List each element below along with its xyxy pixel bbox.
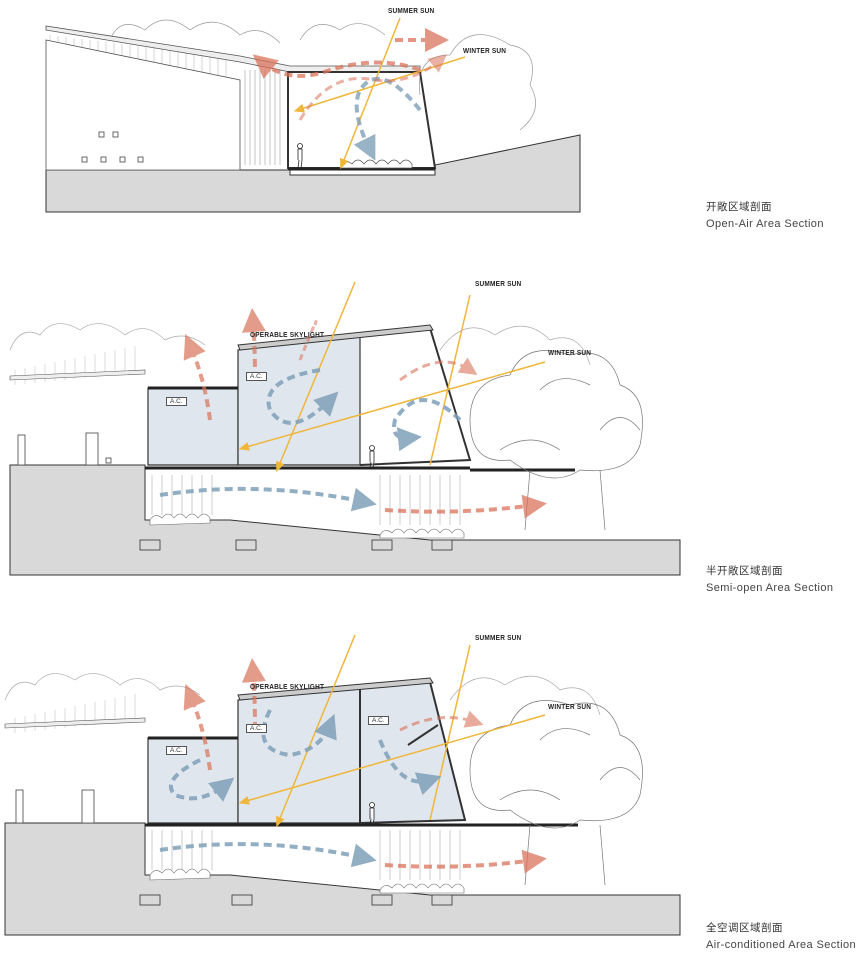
summer-sun-ray xyxy=(340,17,401,170)
winter-sun-label: WINTER SUN xyxy=(548,703,592,712)
louvre-screen xyxy=(244,70,281,165)
left-pavilion xyxy=(15,789,24,824)
summer-sun-ray xyxy=(276,281,356,473)
ac-unit-3: A.C. xyxy=(368,716,389,725)
winter-sun-ray xyxy=(238,361,546,451)
caption-en: Open-Air Area Section xyxy=(706,218,824,230)
foundations xyxy=(139,894,453,906)
interior-room-1 xyxy=(147,737,239,824)
warm-air-flow xyxy=(252,54,421,79)
summer-sun-label: SUMMER SUN xyxy=(388,7,435,16)
crawl-cool-flow xyxy=(159,486,377,512)
facade-openings xyxy=(81,131,144,163)
warm-air-flow xyxy=(183,683,212,771)
caption-air-conditioned: 全空调区域剖面 Air-conditioned Area Section xyxy=(706,920,856,954)
shrubs xyxy=(149,513,211,526)
semi-open-frame xyxy=(359,326,472,466)
person-figure xyxy=(297,143,303,169)
crawl-cool-flow xyxy=(159,842,377,868)
louvered-facade xyxy=(14,694,136,733)
building-mass xyxy=(45,39,241,171)
semi-open-section-drawing xyxy=(9,281,681,576)
section-air-conditioned: SUMMER SUN WINTER SUN OPERABLE SKYLIGHT … xyxy=(0,630,866,960)
background-trees xyxy=(9,323,591,366)
air-conditioned-section-drawing xyxy=(4,634,681,936)
warm-air-flow-3 xyxy=(399,710,484,732)
cool-air-flow xyxy=(353,76,422,161)
cool-air-flow xyxy=(266,368,339,425)
crawlspace-louvres xyxy=(151,475,461,525)
cool-air-flow-2 xyxy=(298,54,447,121)
caption-zh: 开敞区域剖面 xyxy=(706,201,772,213)
winter-sun-label: WINTER SUN xyxy=(548,349,592,358)
open-air-section-drawing xyxy=(45,17,581,213)
summer-sun-label: SUMMER SUN xyxy=(475,634,522,643)
background-trees xyxy=(4,673,601,716)
warm-air-flow-3 xyxy=(298,320,318,361)
caption-en: Air-conditioned Area Section xyxy=(706,939,857,951)
caption-en: Semi-open Area Section xyxy=(706,582,834,594)
shrubs xyxy=(339,159,413,169)
right-trees xyxy=(469,350,643,531)
operable-skylight-label: OPERABLE SKYLIGHT xyxy=(250,683,325,692)
section-semi-open: SUMMER SUN WINTER SUN OPERABLE SKYLIGHT … xyxy=(0,270,866,600)
crawl-warm-flow xyxy=(384,849,547,874)
ac-unit-1: A.C. xyxy=(166,746,187,755)
section-open-air: SUMMER SUN WINTER SUN 开敞区域剖面 Open-Air Ar… xyxy=(0,0,866,230)
person-figure xyxy=(369,445,375,468)
caption-semi-open: 半开敞区域剖面 Semi-open Area Section xyxy=(706,563,833,597)
person-figure xyxy=(369,802,375,825)
interior-room-2 xyxy=(237,687,361,824)
shrubs xyxy=(149,868,211,881)
warm-air-flow-4 xyxy=(399,357,478,382)
crawl-warm-flow xyxy=(384,494,547,519)
ac-unit-2: A.C. xyxy=(246,372,267,381)
caption-zh: 半开敞区域剖面 xyxy=(706,565,783,577)
summer-sun-ray-2 xyxy=(429,294,471,466)
ac-unit-1: A.C. xyxy=(166,397,187,406)
interior-room-2 xyxy=(237,334,361,466)
winter-sun-ray xyxy=(238,714,546,805)
crawlspace-louvres xyxy=(151,830,461,880)
left-pavilion xyxy=(17,434,26,466)
caption-open-air: 开敞区域剖面 Open-Air Area Section xyxy=(706,199,824,233)
roof-canopy xyxy=(4,717,146,729)
winter-sun-label: WINTER SUN xyxy=(463,47,507,56)
cool-air-flow-3 xyxy=(378,739,442,796)
ground-mass xyxy=(9,464,681,576)
cool-air-flow-2 xyxy=(392,398,462,452)
interior-room-1 xyxy=(147,387,239,466)
right-trees xyxy=(469,700,643,886)
ground-mass xyxy=(4,822,681,936)
summer-sun-label: SUMMER SUN xyxy=(475,280,522,289)
roof-line xyxy=(237,677,434,701)
operable-skylight-label: OPERABLE SKYLIGHT xyxy=(250,331,325,340)
roof-line xyxy=(237,324,434,351)
caption-zh: 全空调区域剖面 xyxy=(706,922,783,934)
shading-fin xyxy=(407,724,439,746)
roof-canopy xyxy=(9,369,146,381)
warm-air-flow xyxy=(183,333,212,421)
foundations xyxy=(139,539,453,551)
ac-unit-2: A.C. xyxy=(246,724,267,733)
